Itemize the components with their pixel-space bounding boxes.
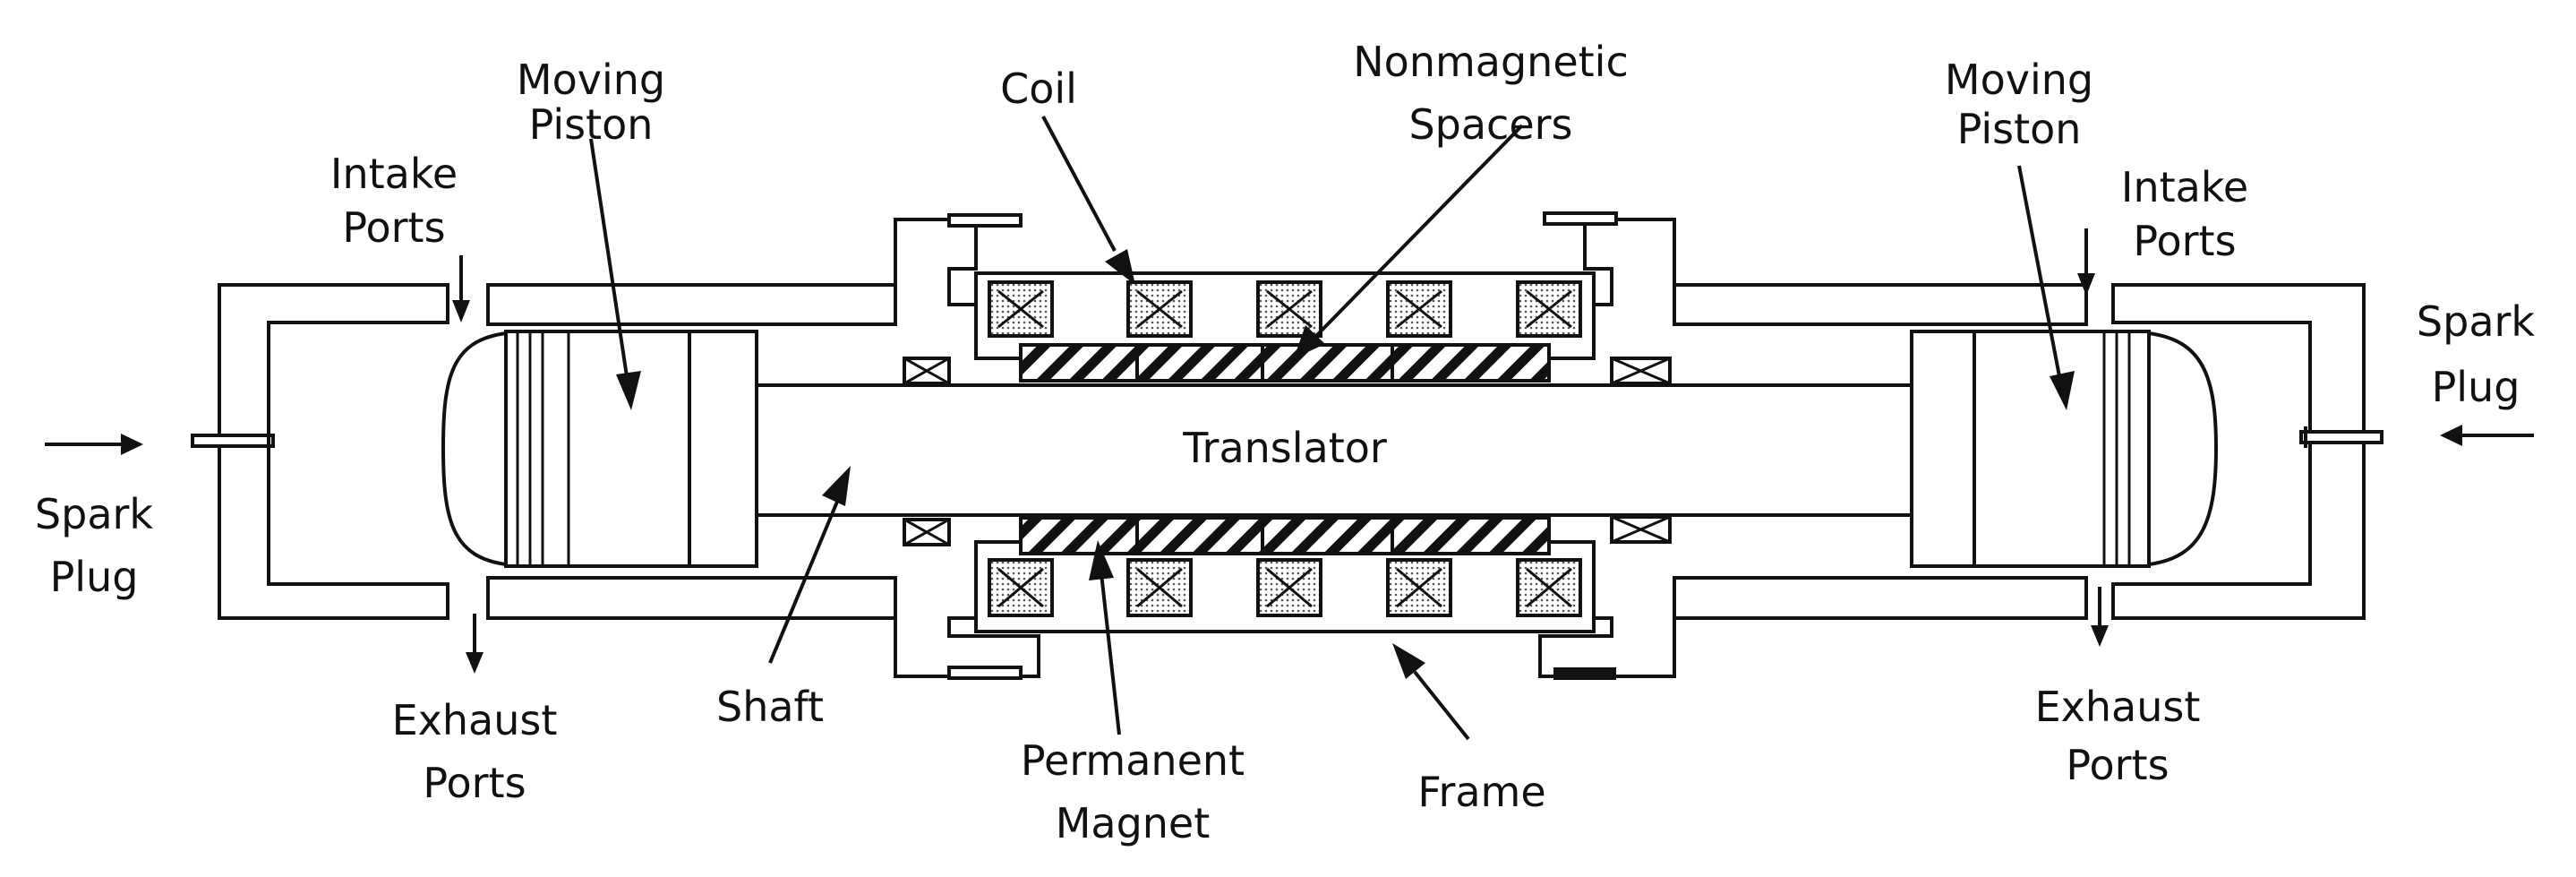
left-cylinder xyxy=(191,283,897,620)
labels: Moving Piston Intake Ports Spark Plug Ex… xyxy=(35,38,2535,847)
label-permanent-magnet-2: Magnet xyxy=(1056,799,1211,847)
label-shaft: Shaft xyxy=(716,683,824,731)
upper-coils xyxy=(988,280,1582,338)
leader-arrows xyxy=(589,116,2075,741)
permanent-magnets xyxy=(1019,343,1551,555)
label-exhaust-ports-right-2: Ports xyxy=(2066,741,2169,789)
label-frame: Frame xyxy=(1417,768,1545,816)
right-cylinder-head xyxy=(2111,283,2366,620)
left-spark-plug xyxy=(191,430,275,451)
label-spark-plug-left-1: Spark xyxy=(35,490,153,538)
label-exhaust-ports-right-1: Exhaust xyxy=(2035,683,2201,731)
label-nonmagnetic-spacers-2: Spacers xyxy=(1408,100,1572,149)
label-moving-piston-left-1: Moving xyxy=(517,56,665,104)
label-intake-ports-left-1: Intake xyxy=(330,150,458,198)
left-moving-piston xyxy=(441,330,758,568)
label-permanent-magnet-1: Permanent xyxy=(1021,736,1245,785)
label-exhaust-ports-left-2: Ports xyxy=(423,759,526,807)
label-nonmagnetic-spacers-1: Nonmagnetic xyxy=(1353,38,1628,86)
label-spark-plug-left-2: Plug xyxy=(50,553,139,601)
label-intake-ports-right-2: Ports xyxy=(2133,217,2236,265)
right-moving-piston xyxy=(1910,330,2219,568)
label-moving-piston-right-1: Moving xyxy=(1945,56,2093,104)
bearings xyxy=(903,357,1672,546)
lower-coils xyxy=(988,558,1582,617)
right-cylinder-liner xyxy=(1673,283,2088,620)
label-translator: Translator xyxy=(1182,424,1387,472)
right-cylinder xyxy=(1673,283,2383,620)
flow-arrows xyxy=(45,228,2534,674)
label-intake-ports-right-1: Intake xyxy=(2121,163,2248,211)
label-coil: Coil xyxy=(1000,64,1077,113)
label-moving-piston-left-2: Piston xyxy=(529,100,654,149)
shaft-translator xyxy=(755,383,1913,517)
label-exhaust-ports-left-1: Exhaust xyxy=(392,696,558,744)
right-spark-plug xyxy=(2299,426,2383,448)
linear-generator xyxy=(894,211,1676,680)
label-moving-piston-right-2: Piston xyxy=(1957,105,2082,153)
left-cylinder-head xyxy=(218,283,449,620)
label-spark-plug-right-2: Plug xyxy=(2432,363,2520,411)
label-spark-plug-right-1: Spark xyxy=(2417,297,2535,346)
label-intake-ports-left-2: Ports xyxy=(342,203,445,252)
